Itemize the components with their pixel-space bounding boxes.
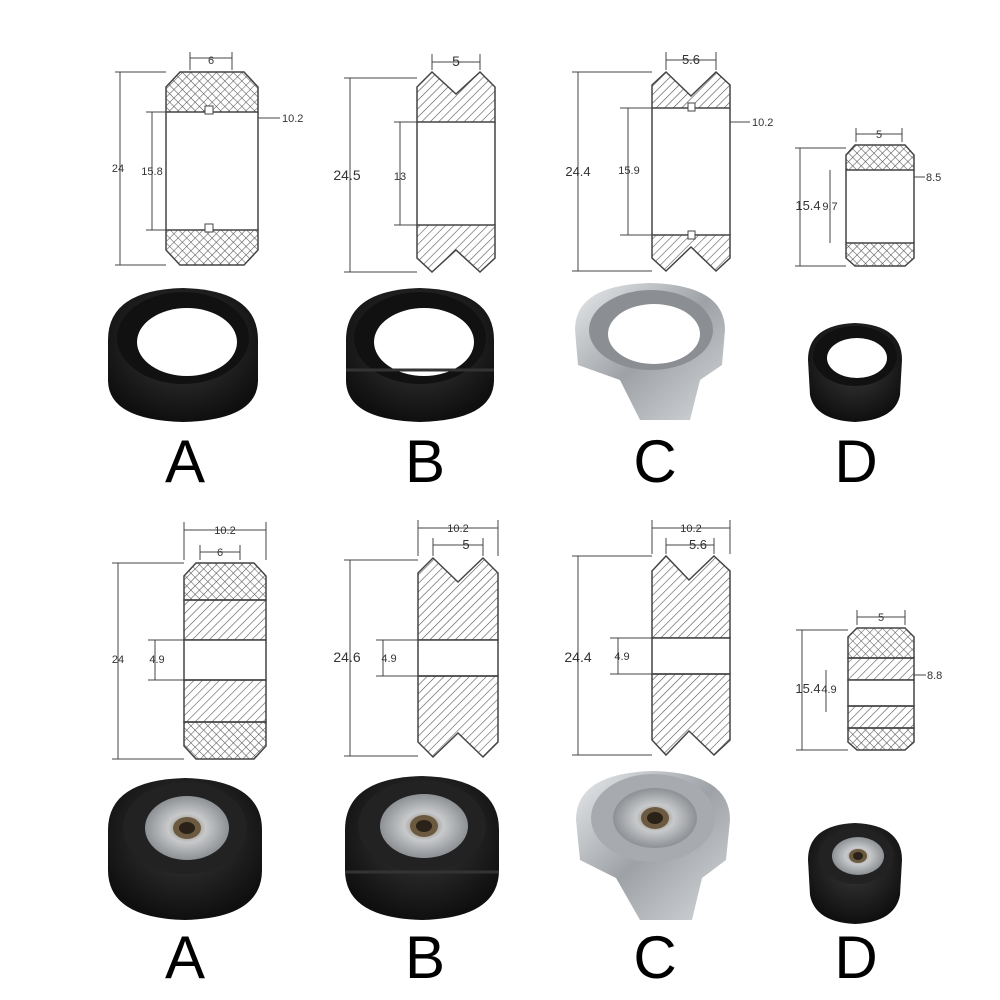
dim-height: 24.6: [333, 649, 360, 665]
drawing-bottom-b: 10.2 5 24.6 4.9: [333, 520, 499, 759]
dim-bore: 15.9: [618, 165, 639, 177]
photo-top-a: [108, 288, 258, 422]
dim-height: 24.4: [564, 649, 591, 665]
dim-width: 5.6: [682, 52, 700, 67]
drawing-bottom-a: 10.2 6 24 4.9: [112, 522, 267, 760]
drawing-top-c: 5.6 24.4 15.9 10.2: [565, 52, 773, 273]
dim-height: 15.4: [795, 198, 820, 213]
dim-bore: 9.7: [822, 201, 837, 213]
dim-thickness: 10.2: [680, 523, 701, 535]
photo-bottom-d: [808, 823, 902, 924]
label-top-c: C: [633, 428, 676, 495]
dim-thickness: 10.2: [214, 525, 235, 537]
photo-top-c: [575, 283, 725, 420]
photo-bottom-a: [108, 778, 262, 920]
label-top-d: D: [834, 428, 877, 495]
label-top-a: A: [165, 428, 205, 495]
photo-top-d: [808, 323, 902, 422]
label-bottom-c: C: [633, 924, 676, 991]
photo-top-b: [346, 288, 494, 422]
dim-thickness: 10.2: [282, 113, 303, 125]
dim-width: 5.6: [689, 537, 707, 552]
dim-width: 5: [452, 53, 460, 69]
label-bottom-d: D: [834, 924, 877, 991]
dim-width: 6: [208, 55, 214, 67]
label-bottom-b: B: [405, 924, 445, 991]
drawing-bottom-d: 5 15.4 4.9 8.8: [795, 610, 942, 751]
label-top-b: B: [405, 428, 445, 495]
dim-height: 24.5: [333, 167, 360, 183]
dim-width: 6: [217, 547, 223, 559]
dim-height: 24: [112, 163, 124, 175]
dim-bore: 4.9: [149, 654, 164, 666]
dim-bore: 15.8: [141, 166, 162, 178]
dim-height: 24.4: [565, 164, 590, 179]
dim-thickness: 8.8: [927, 670, 942, 682]
dim-thickness: 8.5: [926, 172, 941, 184]
dim-bore: 4.9: [821, 684, 836, 696]
drawing-top-a: 6 24 15.8 10.2: [112, 52, 303, 266]
dim-width: 5: [878, 612, 884, 624]
dim-width: 5: [462, 537, 469, 552]
dim-bore: 4.9: [614, 651, 629, 663]
drawing-top-d: 5 15.4 9.7 8.5: [795, 128, 941, 267]
dim-height: 24: [112, 654, 124, 666]
dim-bore: 13: [394, 171, 406, 183]
drawing-top-b: 5 24.5 13: [333, 53, 496, 274]
label-bottom-a: A: [165, 924, 205, 991]
dim-width: 5: [876, 129, 882, 141]
dim-height: 15.4: [795, 681, 820, 696]
photo-bottom-c: [576, 771, 730, 920]
dim-bore: 4.9: [381, 653, 396, 665]
dim-thickness: 10.2: [752, 117, 773, 129]
drawing-bottom-c: 10.2 5.6 24.4 4.9: [564, 520, 731, 757]
photo-bottom-b: [345, 776, 499, 920]
dim-thickness: 10.2: [447, 523, 468, 535]
